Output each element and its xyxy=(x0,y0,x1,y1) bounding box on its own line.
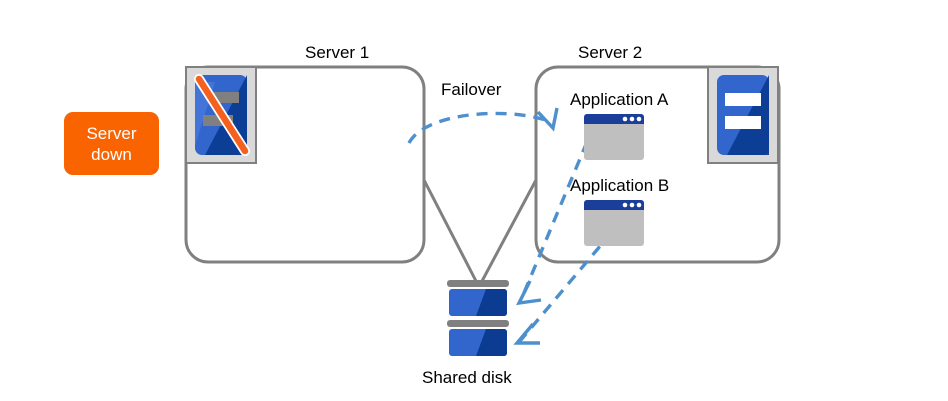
app-window-icon xyxy=(584,200,644,246)
connector-server1-to-disk xyxy=(422,179,479,284)
server2-title: Server 2 xyxy=(578,43,643,62)
server-down-icon xyxy=(185,66,257,164)
application-a-label: Application A xyxy=(570,90,669,109)
badge-line-1: Server xyxy=(86,123,137,143)
appB-to-disk-arrow xyxy=(513,230,614,345)
shared-disk-label: Shared disk xyxy=(422,368,512,387)
appA-to-disk-arrow xyxy=(516,141,589,306)
shared-disk-icon xyxy=(447,280,509,356)
server-down-badge: Server down xyxy=(64,112,159,175)
application-b-label: Application B xyxy=(570,176,670,195)
server-icon xyxy=(707,66,779,164)
failover-label: Failover xyxy=(441,80,502,99)
app-window-icon xyxy=(584,114,644,160)
failover-arrow xyxy=(407,107,559,144)
server1-title: Server 1 xyxy=(305,43,370,62)
connector-server2-to-disk xyxy=(479,179,538,284)
badge-line-2: down xyxy=(91,144,132,164)
